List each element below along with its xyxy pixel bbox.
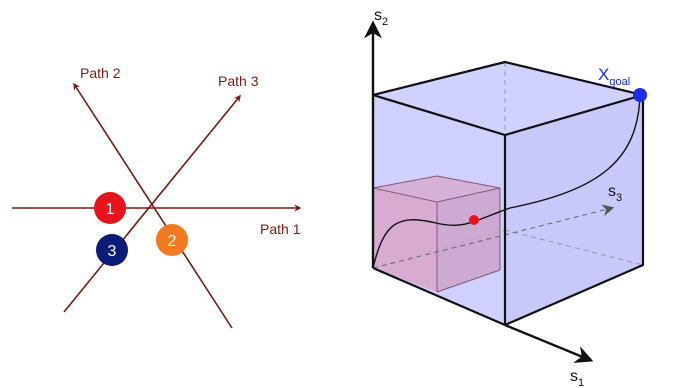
path-1-label: Path 1 [260, 221, 301, 237]
agent-2: 2 [156, 224, 188, 256]
inner-cube-front-face [373, 188, 437, 292]
s1-axis-label: s1 [570, 368, 584, 388]
s3-axis-label: s3 [608, 183, 622, 204]
agent-3: 3 [96, 234, 128, 266]
agent-3-label: 3 [108, 243, 117, 260]
goal-point-marker [633, 88, 647, 102]
agent-2-label: 2 [168, 233, 177, 250]
outer-cube-edges [372, 60, 645, 327]
path-2-label: Path 2 [80, 65, 121, 81]
path-diagram: Path 1 Path 2 Path 3 1 2 3 [12, 65, 302, 329]
inner-cube-right-face [437, 188, 500, 292]
inner-cube-edges [372, 175, 501, 293]
agent-1-marker [94, 192, 126, 224]
trajectory-curve [372, 94, 641, 269]
agent-2-marker [156, 224, 188, 256]
start-point-marker [469, 215, 479, 225]
s1-axis [504, 323, 594, 363]
path-3-label: Path 3 [218, 73, 259, 89]
state-space-cube-diagram: s2 s3 s1 Xgoal [364, 7, 647, 388]
outer-cube-right-face [505, 95, 643, 325]
agent-3-marker [96, 234, 128, 266]
s2-axis-label: s2 [374, 7, 388, 28]
path-3-line [63, 94, 241, 313]
path-2-line [73, 82, 233, 329]
agent-1: 1 [94, 192, 126, 224]
outer-cube-top-face [373, 62, 643, 135]
agent-1-label: 1 [106, 201, 115, 218]
goal-label: Xgoal [598, 65, 630, 88]
